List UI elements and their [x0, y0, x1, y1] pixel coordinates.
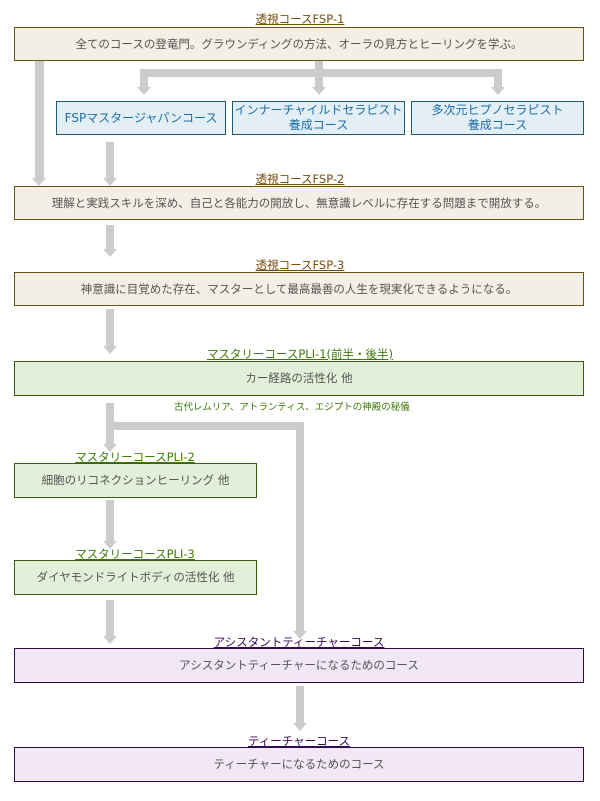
connector-branch-stem	[315, 61, 323, 73]
pli2-title: マスタリーコースPLI-2	[75, 450, 195, 464]
fsp3-description: 神意識に目覚めた存在、マスターとして最高最善の人生を現実化できるようになる。	[80, 281, 518, 296]
pli2-box[interactable]: 細胞のリコネクションヒーリング 他	[14, 463, 257, 498]
arrowhead-icon	[293, 723, 307, 731]
teacher-box[interactable]: ティーチャーになるためのコース	[14, 747, 584, 782]
pli2-description: 細胞のリコネクションヒーリング 他	[41, 473, 230, 487]
branch-label-line1: インナーチャイルドセラピスト	[234, 103, 403, 117]
connector-pli2-pli3	[106, 500, 114, 541]
connector-pli3-assistant	[106, 600, 114, 636]
branch-label-line2: 養成コース	[467, 118, 528, 132]
connector-fsp3-pli1	[106, 309, 114, 346]
connector-branch-1	[140, 69, 148, 87]
arrowhead-icon	[137, 87, 151, 95]
branch-box-fsp-master-japan[interactable]: FSPマスタージャパンコース	[56, 101, 226, 135]
connector-fsp1-fsp2-left	[35, 61, 44, 178]
connector-pli1-assistant-down	[296, 422, 304, 632]
arrowhead-icon	[103, 444, 117, 452]
pli1-description: カー経路の活性化 他	[245, 371, 353, 385]
connector-pli1-assistant-bar	[106, 422, 304, 430]
pli3-box[interactable]: ダイヤモンドライトボディの活性化 他	[14, 560, 257, 595]
assistant-title: アシスタントティーチャーコース	[213, 635, 385, 649]
fsp2-box[interactable]: 理解と実践スキルを深め、自己と各能力の開放し、無意識レベルに存在する問題まで開放…	[14, 186, 584, 220]
connector-master-fsp2	[106, 142, 114, 178]
branch-box-multidimensional-hypnotherapist[interactable]: 多次元ヒプノセラピスト 養成コース	[411, 101, 584, 135]
fsp3-title: 透視コースFSP-3	[255, 258, 345, 272]
connector-assistant-teacher	[296, 686, 304, 723]
pli3-description: ダイヤモンドライトボディの活性化 他	[36, 570, 235, 584]
pli3-title: マスタリーコースPLI-3	[75, 547, 195, 561]
arrowhead-icon	[103, 636, 117, 644]
connector-fsp2-fsp3	[106, 225, 114, 249]
fsp3-box[interactable]: 神意識に目覚めた存在、マスターとして最高最善の人生を現実化できるようになる。	[14, 272, 584, 306]
branch-label: FSPマスタージャパンコース	[64, 110, 218, 125]
pli1-title: マスタリーコースPLI-1(前半・後半)	[206, 347, 394, 361]
teacher-title: ティーチャーコース	[247, 734, 351, 748]
fsp2-description: 理解と実践スキルを深め、自己と各能力の開放し、無意識レベルに存在する問題まで開放…	[51, 195, 547, 210]
arrowhead-icon	[293, 631, 307, 639]
pli1-note: 古代レムリア、アトランティス、エジプトの神殿の秘儀	[174, 402, 410, 413]
arrowhead-icon	[103, 541, 117, 549]
arrowhead-icon	[103, 178, 117, 186]
branch-label-line1: 多次元ヒプノセラピスト	[431, 103, 564, 117]
fsp1-description: 全てのコースの登竜門。グラウンディングの方法、オーラの見方とヒーリングを学ぶ。	[75, 36, 523, 51]
branch-box-inner-child-therapist[interactable]: インナーチャイルドセラピスト 養成コース	[232, 101, 405, 135]
teacher-description: ティーチャーになるためのコース	[213, 757, 385, 771]
fsp1-box[interactable]: 全てのコースの登竜門。グラウンディングの方法、オーラの見方とヒーリングを学ぶ。	[14, 27, 584, 61]
pli1-box[interactable]: カー経路の活性化 他	[14, 361, 584, 396]
arrowhead-icon	[32, 178, 46, 186]
fsp2-title: 透視コースFSP-2	[255, 172, 345, 186]
connector-branch-3	[494, 69, 502, 87]
arrowhead-icon	[103, 249, 117, 257]
arrowhead-icon	[103, 346, 117, 354]
fsp1-title: 透視コースFSP-1	[255, 12, 345, 26]
assistant-description: アシスタントティーチャーになるためのコース	[179, 658, 419, 672]
assistant-box[interactable]: アシスタントティーチャーになるためのコース	[14, 648, 584, 683]
connector-branch-2	[315, 69, 323, 87]
arrowhead-icon	[491, 87, 505, 95]
branch-label-line2: 養成コース	[288, 118, 349, 132]
arrowhead-icon	[312, 87, 326, 95]
